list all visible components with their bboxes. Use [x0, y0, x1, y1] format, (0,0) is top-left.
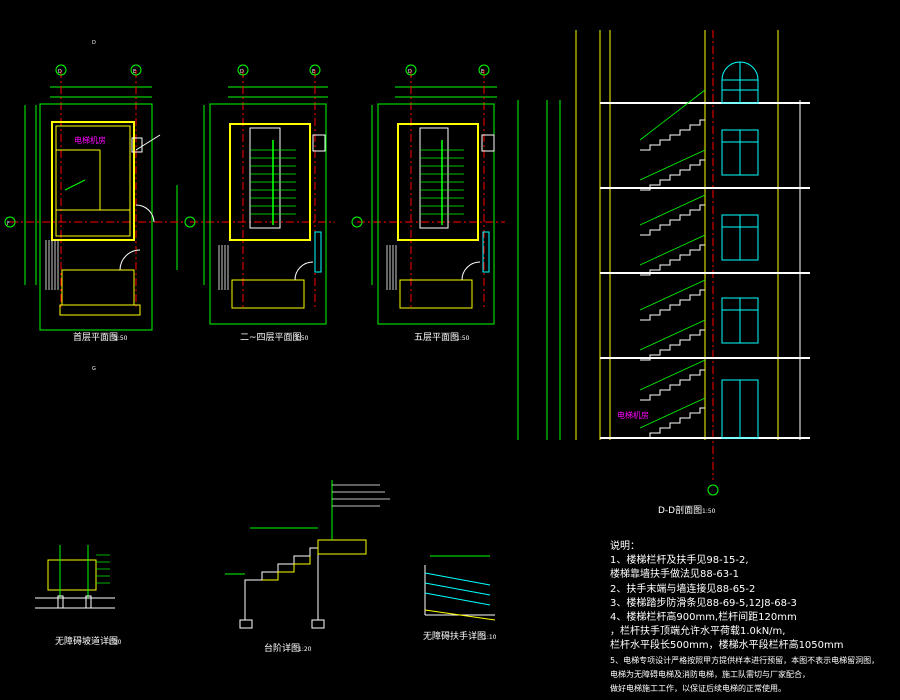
steps-detail	[225, 480, 390, 629]
detail1-scale: 1:20	[108, 639, 122, 646]
axis-label-d-2: D	[240, 69, 244, 75]
section-title: D-D剖面图	[658, 504, 702, 516]
axis-label-e: E	[133, 69, 136, 75]
note-line: 4、楼梯栏杆高900mm,栏杆间距120mm	[610, 612, 797, 624]
plan1-title: 首层平面图	[73, 331, 118, 343]
detail1-title: 无障碍坡道详图	[55, 635, 118, 647]
axis-top-d: D	[92, 40, 96, 46]
fifth-floor-plan	[351, 64, 505, 325]
note-line: 栏杆水平段长500mm，楼梯水平段栏杆高1050mm	[610, 640, 844, 652]
note-line: 楼梯靠墙扶手做法见88-63-1	[610, 569, 740, 581]
elevator-room-label: 电梯机房	[74, 135, 106, 145]
section-scale: 1:50	[702, 508, 716, 515]
axis-label-f: F	[7, 221, 10, 227]
plan3-scale: 1:50	[456, 335, 470, 342]
stair-section	[517, 30, 810, 496]
detail3-title: 无障碍扶手详图	[423, 630, 486, 642]
note-line: 做好电梯施工工作，以保证后续电梯的正常使用。	[610, 684, 786, 694]
typical-floor-plan	[184, 64, 335, 325]
detail3-scale: 1:10	[483, 634, 497, 641]
detail2-title: 台阶详图	[264, 642, 300, 654]
ground-floor-plan	[4, 64, 185, 331]
note-line: 3、楼梯踏步防滑条见88-69-5,12J8-68-3	[610, 597, 797, 609]
plan2-title: 二~四层平面图	[240, 332, 302, 343]
detail2-scale: 1:20	[298, 646, 312, 653]
section-elevator-label: 电梯机房	[617, 410, 649, 420]
note-line: 1、楼梯栏杆及扶手见98-15-2,	[610, 555, 749, 567]
note-line: 5、电梯专项设计严格按照甲方提供样本进行预留，本图不表示电梯留洞图，	[610, 655, 880, 665]
note-line: ，栏杆扶手顶端允许水平荷载1.0kN/m,	[610, 626, 786, 638]
design-notes: 说明： 1、楼梯栏杆及扶手见98-15-2, 楼梯靠墙扶手做法见88-63-1 …	[610, 540, 895, 696]
handrail-detail	[424, 555, 496, 621]
axis-label-d-3: D	[408, 69, 412, 75]
plan1-scale: 1:50	[114, 335, 128, 342]
axis-label-e-2: E	[312, 69, 315, 75]
plan3-title: 五层平面图	[414, 332, 459, 343]
notes-heading: 说明：	[610, 541, 640, 552]
axis-label-d: D	[58, 69, 62, 75]
ramp-detail	[35, 545, 115, 609]
note-line: 电梯为无障碍电梯及消防电梯，施工队需切与厂家配合，	[610, 669, 810, 679]
axis-bottom-g: G	[92, 366, 96, 372]
plan2-scale: 1:50	[295, 335, 309, 342]
axis-label-e-3: E	[481, 69, 484, 75]
note-line: 2、扶手末端与墙连接见88-65-2	[610, 583, 756, 595]
